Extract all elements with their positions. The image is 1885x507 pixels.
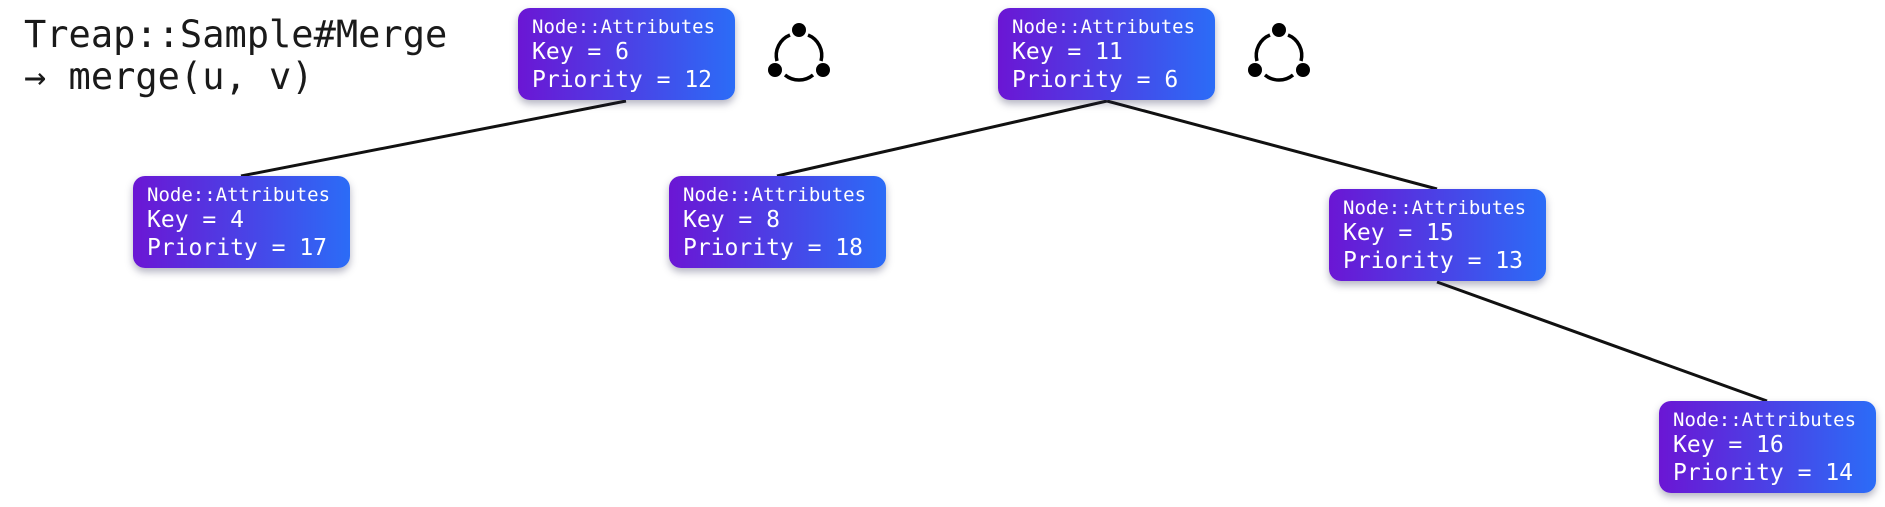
node-priority: Priority = 13 bbox=[1343, 248, 1524, 274]
edge-15-to-16 bbox=[1436, 280, 1768, 403]
title-line-1: Treap::Sample#Merge bbox=[24, 13, 448, 56]
node-priority: Priority = 14 bbox=[1673, 460, 1854, 486]
node-key: Key = 4 bbox=[147, 207, 244, 233]
treap-node[interactable]: Node::Attributes Key = 15 Priority = 13 bbox=[1329, 189, 1546, 281]
node-priority: Priority = 6 bbox=[1012, 67, 1179, 93]
node-key: Key = 6 bbox=[532, 39, 629, 65]
edge-6-to-4 bbox=[240, 99, 627, 178]
node-priority: Priority = 12 bbox=[532, 67, 713, 93]
node-key: Key = 11 bbox=[1012, 39, 1123, 65]
node-priority: Priority = 18 bbox=[683, 235, 864, 261]
node-header: Node::Attributes bbox=[147, 184, 331, 206]
node-key: Key = 16 bbox=[1673, 432, 1784, 458]
edge-11-to-8 bbox=[776, 99, 1108, 178]
node-key: Key = 15 bbox=[1343, 220, 1454, 246]
cycle-icon bbox=[768, 23, 830, 82]
node-header: Node::Attributes bbox=[1012, 16, 1196, 38]
node-priority: Priority = 17 bbox=[147, 235, 328, 261]
node-header: Node::Attributes bbox=[532, 16, 716, 38]
treap-node[interactable]: Node::Attributes Key = 4 Priority = 17 bbox=[133, 176, 350, 268]
node-header: Node::Attributes bbox=[683, 184, 867, 206]
edge-11-to-15 bbox=[1106, 99, 1438, 191]
title-line-2: → merge(u, v) bbox=[24, 55, 314, 98]
treap-node[interactable]: Node::Attributes Key = 8 Priority = 18 bbox=[669, 176, 886, 268]
treap-node[interactable]: Node::Attributes Key = 16 Priority = 14 bbox=[1659, 401, 1876, 493]
cycle-icon bbox=[1248, 23, 1310, 82]
treap-node[interactable]: Node::Attributes Key = 6 Priority = 12 bbox=[518, 8, 735, 100]
node-header: Node::Attributes bbox=[1343, 197, 1527, 219]
node-key: Key = 8 bbox=[683, 207, 780, 233]
treap-node[interactable]: Node::Attributes Key = 11 Priority = 6 bbox=[998, 8, 1215, 100]
page-title: Treap::Sample#Merge → merge(u, v) bbox=[24, 14, 447, 98]
node-header: Node::Attributes bbox=[1673, 409, 1857, 431]
